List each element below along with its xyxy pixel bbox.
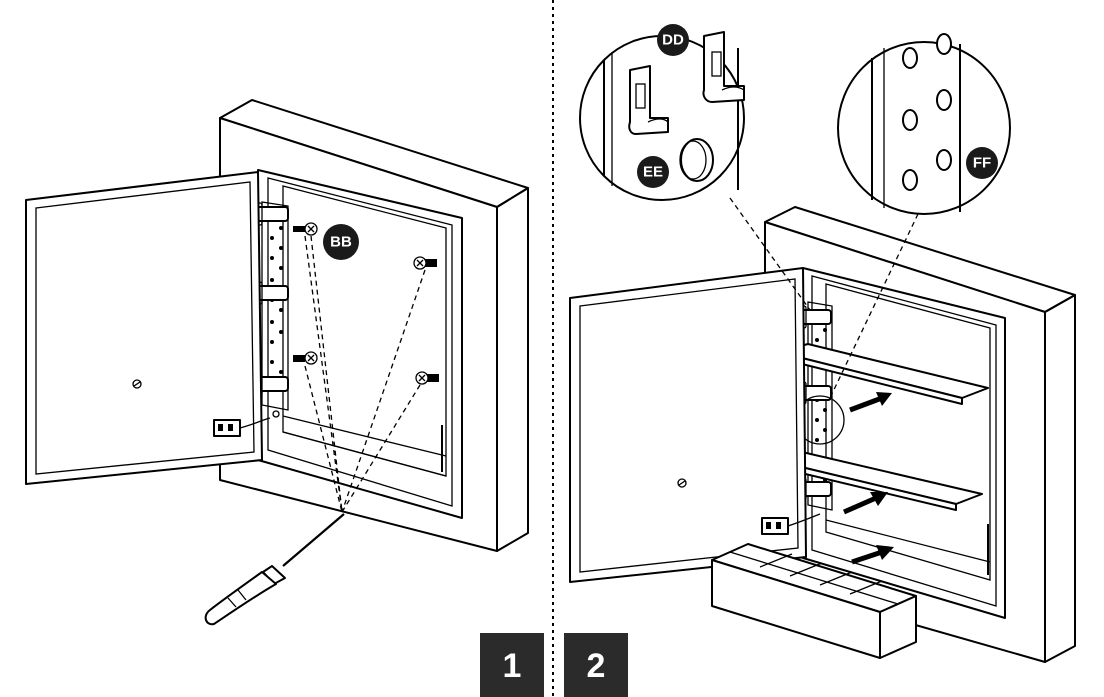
cabinet-door	[25, 171, 263, 485]
power-connector	[213, 410, 280, 437]
pin-holes	[902, 33, 952, 191]
arrow-tray	[851, 545, 894, 565]
step-1-box: 1	[480, 633, 544, 697]
adhesive-pad	[679, 138, 714, 182]
cabinet-door-2	[569, 267, 807, 583]
door-sensor-dot	[132, 379, 142, 389]
badge-bb: BB	[323, 224, 359, 260]
panel-step-2: DD EE FF	[564, 24, 1076, 697]
storage-tray	[711, 543, 917, 659]
screw-top-left	[293, 222, 318, 236]
screw-guide-lines	[304, 235, 426, 513]
badge-bb-label: BB	[330, 234, 352, 251]
step-2-box: 2	[564, 633, 628, 697]
screw-bottom-right	[415, 371, 439, 385]
arrow-icon	[842, 392, 894, 565]
glass-shelf-top	[777, 343, 989, 405]
badge-dd: DD	[657, 24, 689, 56]
badge-dd-label: DD	[662, 32, 684, 49]
step-2-label: 2	[587, 647, 606, 685]
power-connector-2	[761, 513, 821, 535]
shelf-clip-right	[702, 31, 745, 103]
step-1-label: 1	[503, 647, 522, 685]
badge-ee: EE	[637, 156, 669, 188]
shelf-clip-left	[628, 65, 669, 135]
callout-line-right	[829, 213, 919, 399]
badge-ff: FF	[966, 147, 998, 179]
detail-circle-bracket: DD EE	[579, 24, 745, 201]
arrow-shelf-bottom	[842, 492, 888, 515]
arrow-shelf-top	[849, 392, 892, 413]
badge-ff-label: FF	[973, 155, 991, 172]
screw-top-right	[413, 256, 437, 270]
cabinet-box	[257, 169, 463, 519]
panel-step-1: BB 1	[25, 99, 544, 697]
badge-ee-label: EE	[643, 164, 663, 181]
screwdriver-icon	[204, 513, 345, 626]
detail-circle-pinholes: FF	[837, 33, 1011, 215]
cabinet-box-2	[802, 267, 1006, 619]
screw-bottom-left	[293, 351, 318, 365]
callout-line-left	[729, 197, 811, 311]
glass-shelf-bottom	[771, 451, 983, 511]
